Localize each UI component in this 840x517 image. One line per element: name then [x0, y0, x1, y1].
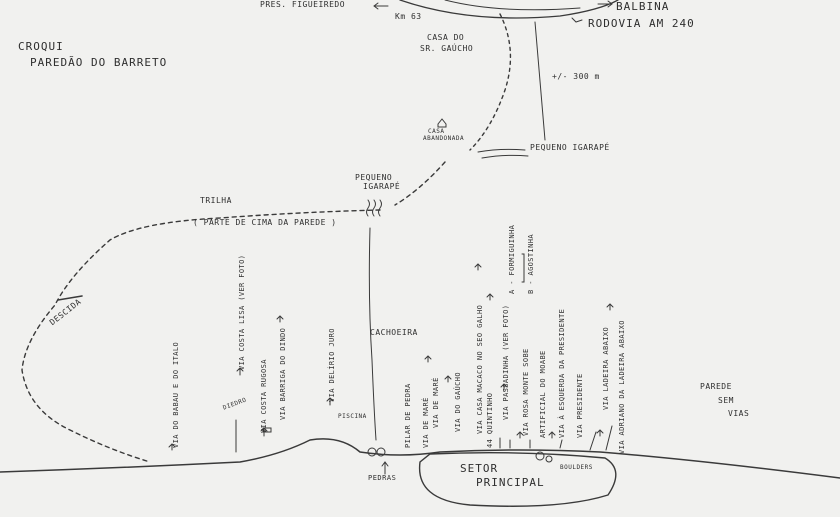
route-label: VIA DO BABAU E DO ITALO [172, 341, 180, 448]
label-casa-2: SR. GAÚCHO [420, 44, 474, 53]
base-ticks [499, 425, 613, 451]
route-label: VIA COSTA LISA (VER FOTO) [238, 254, 246, 370]
boulder-1 [535, 451, 545, 461]
label-setor-2: PRINCIPAL [476, 476, 545, 489]
route-label: 44 QUINTINHO [486, 392, 494, 448]
route-label: VIA DO GAÚCHO [454, 372, 462, 432]
label-cachoeira: CACHOEIRA [370, 328, 418, 337]
route-arrow [444, 375, 452, 383]
igarape-squiggle [366, 199, 382, 217]
label-pres-figueiredo: PRES. FIGUEIREDO [260, 0, 346, 9]
label-trilha-note: ( PARTE DE CIMA DA PAREDE ) [193, 218, 337, 227]
boulder-2 [545, 455, 553, 463]
route-label: ARTIFICIAL DO MOABE [539, 350, 547, 438]
route-label: VIA COSTA RUGOSA [260, 359, 268, 433]
route-arrow [486, 293, 494, 301]
route-bracket [521, 253, 525, 283]
label-parede-1: PAREDE [700, 382, 732, 391]
route-arrow [168, 443, 176, 451]
route-arrow [516, 431, 524, 439]
bracket-label-a: A - FORMIGUINHA [508, 224, 516, 294]
route-label: VIA DELÍRIO JURO [328, 328, 336, 402]
route-label: VIA DE MARÉ [422, 397, 430, 448]
route-label: VIA CASA MACACO NO SEO GALHO [476, 304, 484, 434]
label-distance: +/- 300 m [552, 72, 600, 81]
route-label: VIA ADRIANO DA LADEIRA ABAIXO [618, 320, 626, 454]
arrow-rodovia [571, 17, 583, 23]
descida-bar [57, 295, 83, 301]
label-cabana-2: ABANDONADA [423, 135, 465, 142]
title-croqui: CROQUI [18, 40, 64, 53]
label-rodovia: RODOVIA AM 240 [588, 17, 695, 30]
label-boulders: BOULDERS [560, 464, 593, 471]
route-label: VIA PASSADINHA (VER FOTO) [502, 304, 510, 420]
label-pequeno-igarape-center-1: PEQUENO [355, 173, 393, 182]
route-label: VIA PRESIDENTE [576, 373, 584, 438]
route-label: VIA À ESQUERDA DA PRESIDENTE [558, 308, 566, 438]
label-balbina: BALBINA [616, 0, 670, 13]
arrow-balbina [597, 0, 613, 8]
route-label: VIA ROSA MONTE SOBE [522, 348, 530, 436]
route-arrow [326, 397, 334, 406]
pedra-2 [376, 447, 386, 457]
route-arrow [606, 303, 614, 311]
arrow-pres [373, 2, 389, 10]
road-arc-inner [444, 0, 581, 11]
pedra-1 [367, 447, 377, 457]
distance-line [534, 21, 546, 141]
label-setor-1: SETOR [460, 462, 499, 475]
diedro-mark [262, 427, 272, 433]
label-piscina: PISCINA [338, 413, 367, 420]
road-arc [399, 0, 619, 19]
label-casa-1: CASA DO [427, 33, 465, 42]
route-arrow [596, 429, 604, 437]
ground-line [0, 438, 840, 479]
route-label: VIA BARRIGA DO DINDO [279, 327, 287, 420]
dotted-path [469, 13, 512, 151]
cabana-icon [437, 118, 447, 128]
label-parede-3: VIAS [728, 409, 750, 418]
label-pequeno-igarape-right: PEQUENO IGARAPÉ [530, 143, 610, 152]
route-arrow [236, 367, 244, 376]
label-km: Km 63 [395, 12, 422, 21]
waterfall-line [368, 227, 377, 441]
bracket-label-b: B - AGOSTINHA [527, 234, 535, 294]
label-pedras: PEDRAS [368, 474, 397, 482]
route-arrow [424, 355, 432, 363]
pedras-arrow [381, 461, 389, 475]
route-label: PILAR DE PEDRA [404, 383, 412, 448]
setor-ellipse [418, 451, 617, 507]
route-arrow [474, 263, 482, 271]
route-arrow [548, 431, 556, 439]
trail-dotted [21, 161, 446, 463]
title-paredao: PAREDÃO DO BARRETO [30, 56, 168, 69]
route-label: VIA DE MARÉ [432, 377, 440, 428]
label-pequeno-igarape-center-2: IGARAPÉ [363, 182, 401, 191]
label-parede-2: SEM [718, 396, 734, 405]
route-label: VIA LADEIRA ABAIXO [602, 326, 610, 410]
route-arrow [276, 315, 284, 323]
route-arrow [500, 383, 508, 391]
igarape-lines [477, 148, 529, 159]
label-trilha: TRILHA [200, 196, 232, 205]
label-cabana-1: CASA [428, 128, 445, 135]
